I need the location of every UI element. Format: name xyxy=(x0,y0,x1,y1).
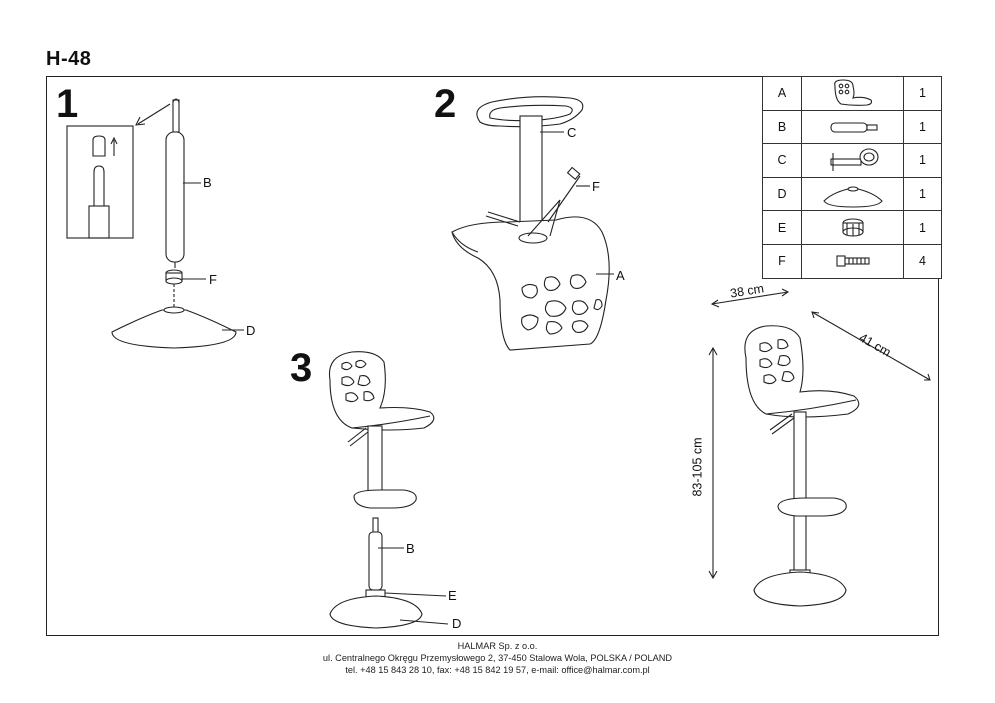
parts-row: E 1 xyxy=(762,210,942,245)
parts-row: D 1 xyxy=(762,176,942,212)
parts-row: B 1 xyxy=(762,109,942,145)
footrest-ring xyxy=(476,96,584,128)
callout-b: B xyxy=(203,175,212,190)
width-dimension-line xyxy=(711,291,789,305)
part-qty: 1 xyxy=(903,76,942,111)
callout-b: B xyxy=(406,541,415,556)
gas-lift-rod xyxy=(172,99,180,133)
part-letter: A xyxy=(762,76,802,111)
step3-drawing xyxy=(328,351,449,629)
dimension-drawing xyxy=(708,288,931,607)
step-1-number: 1 xyxy=(56,82,79,126)
step3-footrest xyxy=(353,489,417,509)
seat-icon xyxy=(801,76,904,111)
callout-c: C xyxy=(567,125,577,140)
dim-base xyxy=(753,571,847,607)
drawing-frame xyxy=(46,76,939,636)
nut-icon xyxy=(801,210,904,245)
step-3-number: 3 xyxy=(290,346,313,390)
part-letter: F xyxy=(762,243,802,279)
gas-lift-icon xyxy=(801,109,904,145)
part-letter: B xyxy=(762,109,802,145)
height-dimension: 83-105 cm xyxy=(690,437,705,497)
callout-e: E xyxy=(448,588,457,603)
step3-base xyxy=(329,595,423,629)
model-title: H-48 xyxy=(46,48,92,70)
depth-dimension-line xyxy=(811,311,931,381)
footer-address: ul. Centralnego Okręgu Przemysłowego 2, … xyxy=(322,653,673,663)
part-qty: 4 xyxy=(903,243,942,279)
gas-lift-cylinder xyxy=(165,131,185,263)
part-qty: 1 xyxy=(903,143,942,178)
part-letter: C xyxy=(762,143,802,178)
part-qty: 1 xyxy=(903,109,942,145)
part-letter: E xyxy=(762,210,802,245)
step2-seat xyxy=(451,216,610,351)
step1-drawing xyxy=(66,98,244,349)
column xyxy=(519,115,543,237)
step1-base xyxy=(111,309,237,349)
footer: HALMAR Sp. z o.o. ul. Centralnego Okręgu… xyxy=(0,640,995,676)
callout-a: A xyxy=(616,268,625,283)
part-qty: 1 xyxy=(903,176,942,212)
parts-row: F 4 xyxy=(762,243,942,279)
parts-table: A 1 B 1 C 1 D 1 E 1 F 4 xyxy=(762,76,942,279)
step-2-number: 2 xyxy=(434,82,457,126)
footrest-icon xyxy=(801,143,904,178)
footer-company: HALMAR Sp. z o.o. xyxy=(457,641,538,651)
parts-row: C 1 xyxy=(762,143,942,178)
base-icon xyxy=(801,176,904,212)
callout-d: D xyxy=(452,616,462,631)
part-qty: 1 xyxy=(903,210,942,245)
step2-drawing xyxy=(451,96,614,351)
inset-detail-box xyxy=(66,125,134,239)
step3-seat xyxy=(328,351,435,431)
bolt-icon xyxy=(801,243,904,279)
parts-row: A 1 xyxy=(762,76,942,111)
footer-contact: tel. +48 15 843 28 10, fax: +48 15 842 1… xyxy=(345,665,650,675)
callout-f: F xyxy=(592,179,600,194)
part-letter: D xyxy=(762,176,802,212)
callout-d: D xyxy=(246,323,256,338)
callout-f: F xyxy=(209,272,217,287)
